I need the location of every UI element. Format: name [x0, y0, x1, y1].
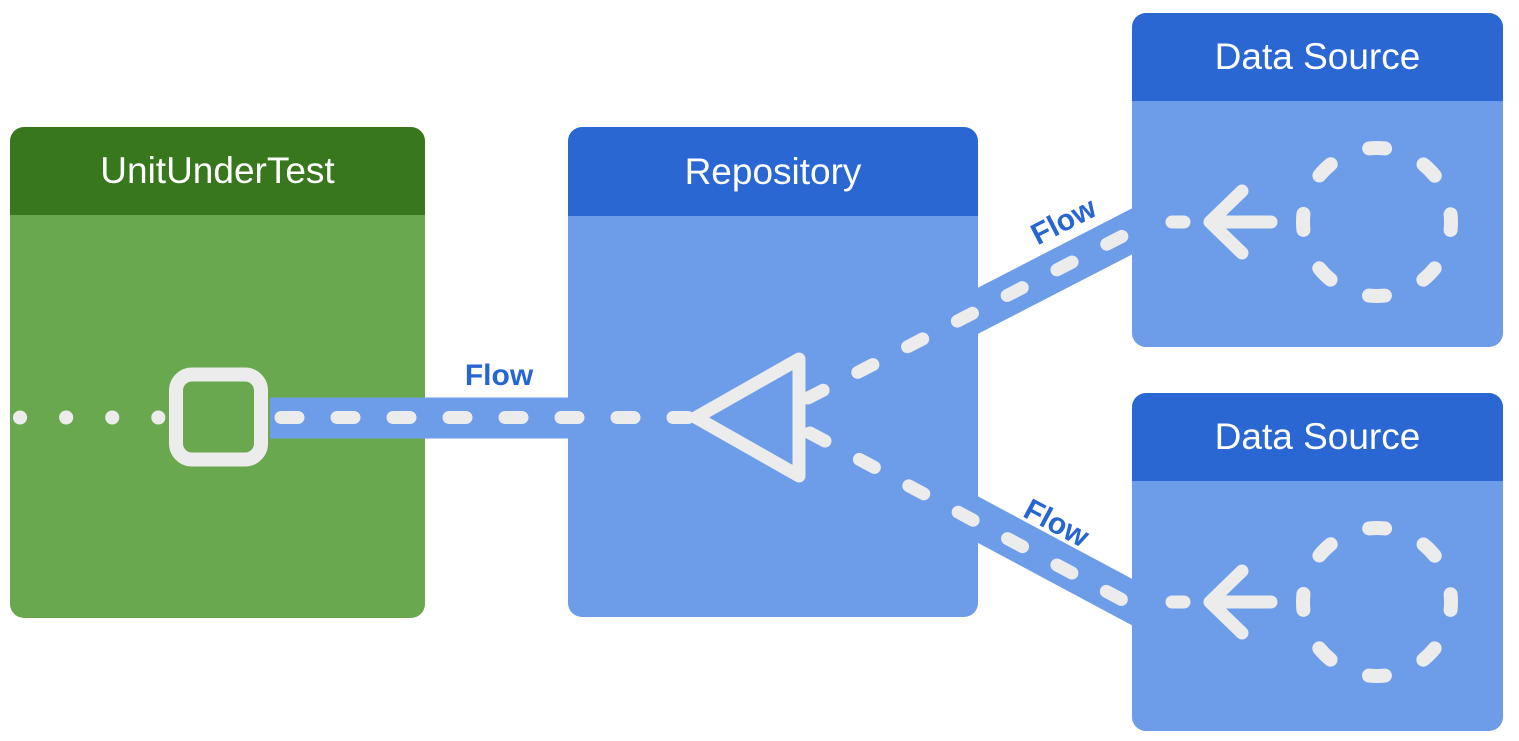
data-source-bottom-title: Data Source	[1214, 416, 1421, 457]
unit-under-test-body	[10, 215, 425, 618]
unit-under-test-title: UnitUnderTest	[100, 150, 335, 191]
repository-body	[568, 216, 978, 617]
data-source-top-body	[1132, 101, 1503, 347]
unit-under-test-header: UnitUnderTest	[10, 127, 425, 215]
flow-label-bottom: Flow	[1018, 492, 1095, 555]
data-source-top-header: Data Source	[1132, 13, 1503, 101]
flow-label-left: Flow	[464, 359, 534, 392]
data-source-bottom-header: Data Source	[1132, 393, 1503, 481]
repository-box: Repository	[568, 127, 978, 617]
data-source-bottom-body	[1132, 481, 1503, 731]
repository-header: Repository	[568, 127, 978, 216]
data-source-top-title: Data Source	[1214, 36, 1421, 77]
unit-under-test-box: UnitUnderTest	[10, 127, 425, 618]
flow-label-top: Flow	[1025, 191, 1102, 252]
data-source-top-box: Data Source	[1132, 13, 1503, 347]
data-source-bottom-box: Data Source	[1132, 393, 1503, 731]
repository-title: Repository	[684, 150, 862, 192]
